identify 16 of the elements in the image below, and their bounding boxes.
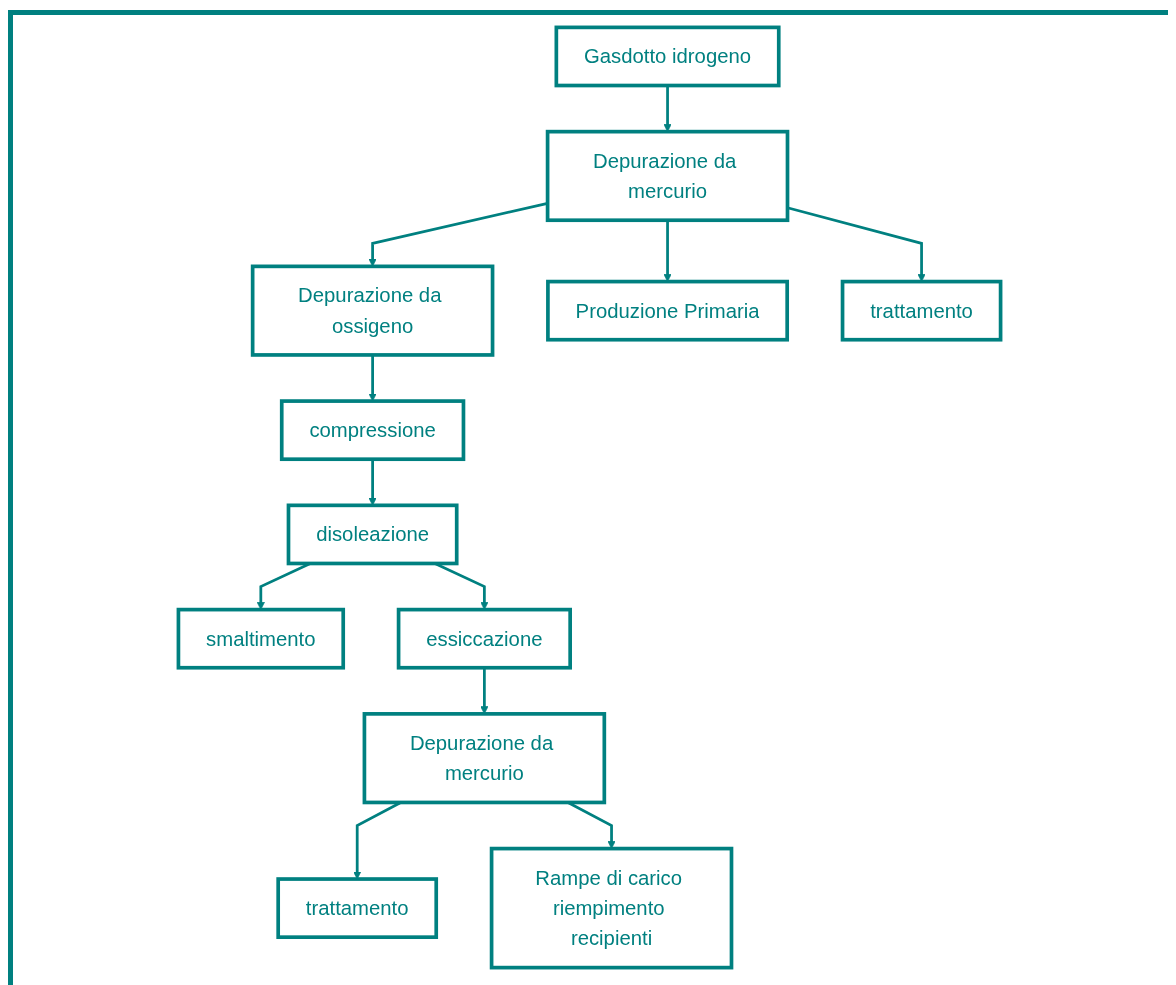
arrow: [369, 354, 378, 402]
node-box: Rampe di carico riempimento recipienti: [490, 846, 734, 970]
node-box: essiccazione: [397, 607, 573, 670]
node-box: trattamento: [841, 279, 1003, 342]
node-box: Depurazione da mercurio: [546, 129, 790, 223]
arrow: [369, 459, 378, 506]
arrow: [663, 220, 673, 282]
node-box: Depurazione da ossigeno: [251, 264, 495, 357]
node-box: smaltimento: [177, 607, 346, 670]
node-box: Produzione Primaria: [546, 279, 790, 342]
node-box: compressione: [280, 399, 466, 462]
arrow: [663, 85, 673, 132]
node-box: Depurazione da mercurio: [363, 712, 607, 805]
node-box: trattamento: [276, 877, 439, 939]
node-box: Gasdotto idrogeno: [555, 25, 782, 88]
node-box: disoleazione: [287, 503, 460, 566]
